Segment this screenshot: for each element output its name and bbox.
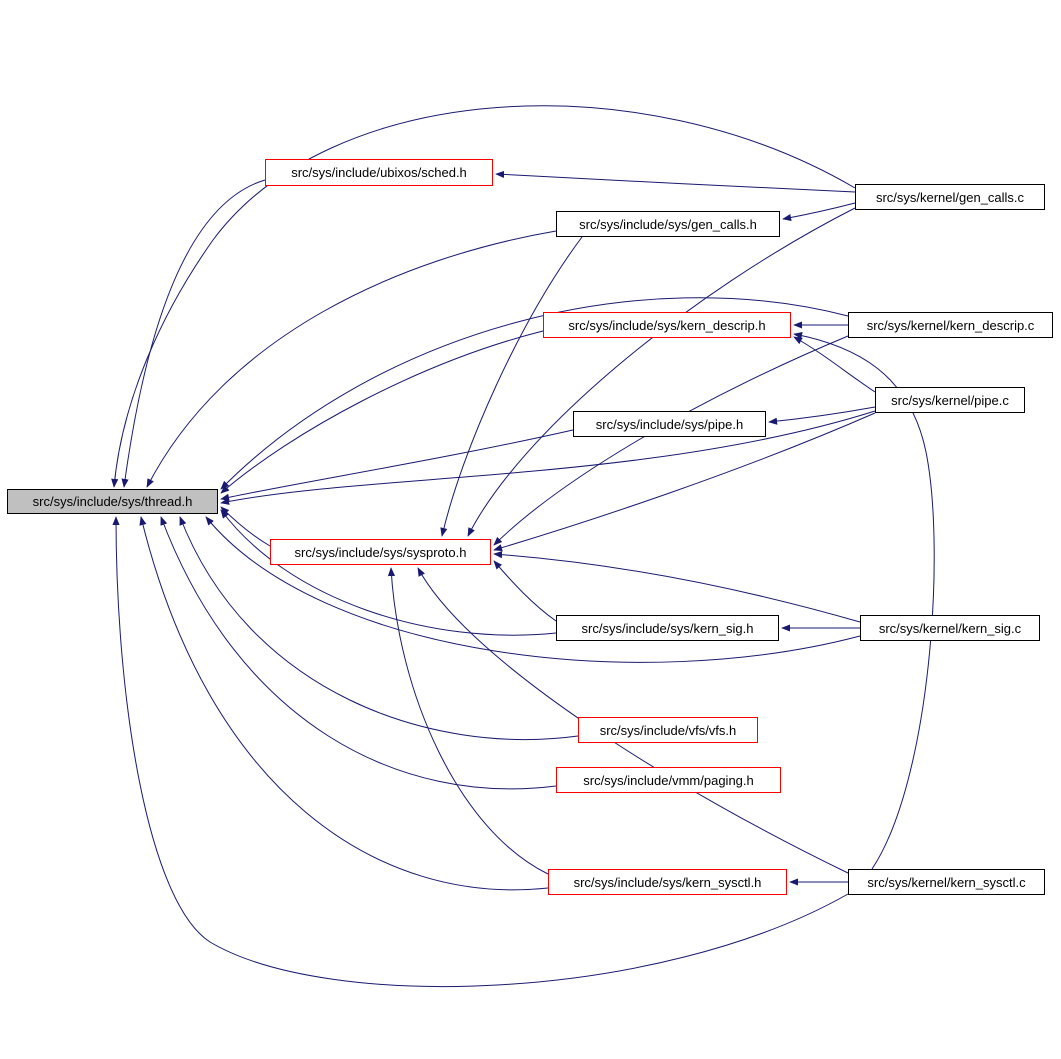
- edge-gen-calls-h-sysproto-h: [440, 236, 583, 537]
- node-vfs-h[interactable]: src/sys/include/vfs/vfs.h: [578, 717, 758, 743]
- edge-paging-h-thread-h: [160, 516, 557, 790]
- edge-group: [111, 105, 935, 988]
- edge-vfs-h-thread-h: [179, 516, 579, 741]
- edge-pipe-c-pipe-h: [768, 406, 876, 425]
- node-gen-calls-c[interactable]: src/sys/kernel/gen_calls.c: [855, 184, 1045, 210]
- node-pipe-h[interactable]: src/sys/include/sys/pipe.h: [573, 411, 766, 437]
- node-gen-calls-h[interactable]: src/sys/include/sys/gen_calls.h: [556, 211, 780, 237]
- edge-gen-calls-h-thread-h: [146, 230, 557, 488]
- edge-kern-descrip-c-sysproto-h: [493, 335, 849, 546]
- edge-kern-sig-c-sysproto-h: [493, 551, 861, 623]
- edge-gen-calls-c-sched-h: [495, 170, 856, 193]
- node-thread-h: src/sys/include/sys/thread.h: [7, 489, 218, 514]
- edge-kern-sig-h-sysproto-h: [493, 560, 557, 622]
- edge-kern-sysctl-c-kern-descrip-h: [793, 332, 935, 870]
- edge-pipe-c-thread-h: [220, 410, 876, 505]
- edge-kern-sysctl-h-sysproto-h: [387, 567, 549, 875]
- node-sysproto-h[interactable]: src/sys/include/sys/sysproto.h: [270, 539, 491, 565]
- node-kern-sysctl-h[interactable]: src/sys/include/sys/kern_sysctl.h: [548, 869, 787, 895]
- node-kern-descrip-h[interactable]: src/sys/include/sys/kern_descrip.h: [543, 312, 791, 338]
- edge-pipe-h-thread-h: [220, 429, 574, 501]
- edge-kern-descrip-c-thread-h: [220, 297, 849, 490]
- edge-kern-sig-h-thread-h: [220, 509, 557, 636]
- node-kern-sysctl-c[interactable]: src/sys/kernel/kern_sysctl.c: [848, 869, 1045, 895]
- node-kern-sig-h[interactable]: src/sys/include/sys/kern_sig.h: [556, 615, 779, 641]
- node-paging-h[interactable]: src/sys/include/vmm/paging.h: [556, 767, 781, 793]
- edge-kern-sig-c-thread-h: [205, 516, 861, 663]
- edge-pipe-c-kern-descrip-h: [793, 336, 876, 393]
- edge-kern-sysctl-h-thread-h: [139, 516, 549, 891]
- edge-sched-h-thread-h: [121, 179, 266, 488]
- node-kern-sig-c[interactable]: src/sys/kernel/kern_sig.c: [860, 615, 1040, 641]
- node-kern-descrip-c[interactable]: src/sys/kernel/kern_descrip.c: [848, 312, 1053, 338]
- node-sched-h[interactable]: src/sys/include/ubixos/sched.h: [265, 159, 493, 186]
- edge-kern-descrip-h-thread-h: [220, 330, 544, 494]
- edge-gen-calls-c-gen-calls-h: [782, 202, 856, 222]
- edge-gen-calls-c-sysproto-h: [467, 207, 856, 537]
- edge-kern-sysctl-c-thread-h: [112, 516, 849, 988]
- edge-pipe-c-sysproto-h: [493, 412, 876, 552]
- node-pipe-c[interactable]: src/sys/kernel/pipe.c: [875, 387, 1025, 413]
